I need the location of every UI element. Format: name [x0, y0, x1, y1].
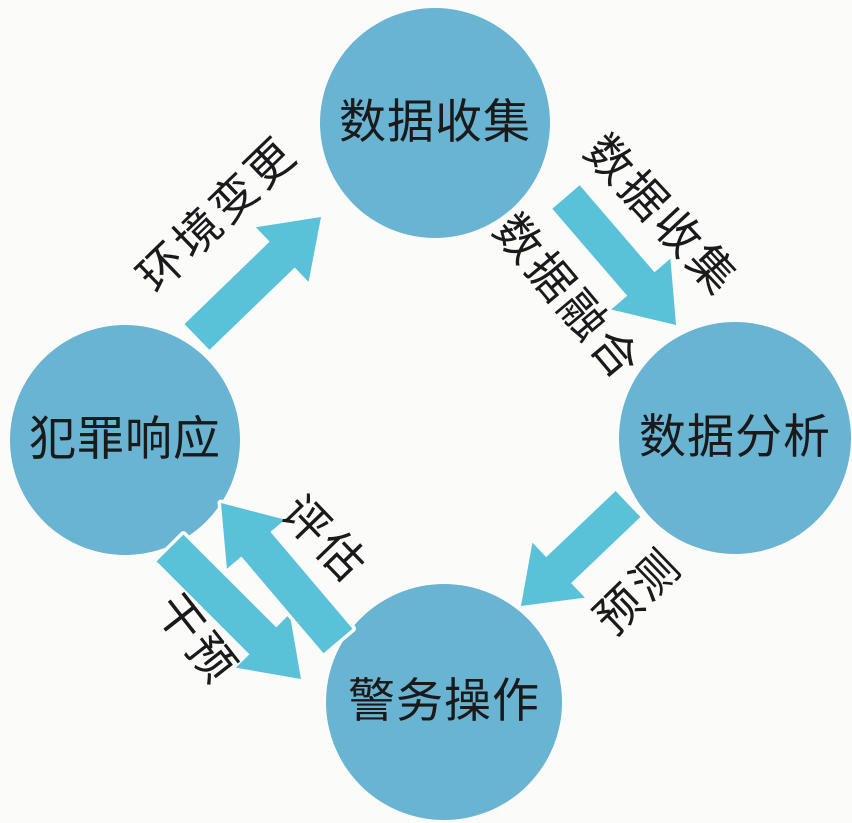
- node-data-analysis: 数据分析: [619, 322, 851, 554]
- edge-label-data-collection: 数据收集: [574, 125, 749, 307]
- node-data-collection-label: 数据收集: [339, 96, 531, 149]
- edge-label-data-fusion: 数据融合: [483, 204, 652, 391]
- edge-label-evaluation: 评估: [271, 485, 378, 594]
- node-data-collection: 数据收集: [320, 8, 550, 238]
- node-data-analysis-label: 数据分析: [639, 411, 831, 464]
- edge-label-intervention: 干预: [145, 584, 248, 695]
- edge-label-prediction: 预测: [584, 538, 693, 645]
- edge-label-environment-change: 环境变更: [128, 126, 308, 303]
- node-crime-response-label: 犯罪响应: [29, 413, 221, 466]
- node-police-operations: 警务操作: [326, 584, 562, 820]
- node-crime-response: 犯罪响应: [10, 325, 240, 555]
- node-police-operations-label: 警务操作: [348, 675, 540, 728]
